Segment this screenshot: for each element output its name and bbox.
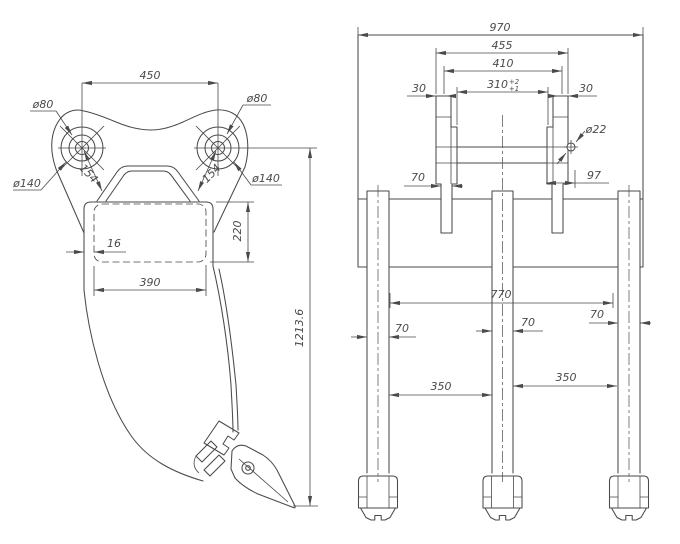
dim-o80-right-arrow (226, 104, 244, 135)
dim-310-tol-lower: +1 (509, 85, 519, 93)
ear-plate-outline (51, 109, 249, 170)
tooth-clamp-lower (203, 454, 226, 477)
dim-o22-leader1 (556, 152, 567, 165)
dim-154-right-line (197, 150, 217, 192)
tooth-front-left (357, 475, 399, 521)
lug-right (546, 95, 569, 234)
dim-410-label: 410 (493, 57, 514, 70)
dim-o22-label: ø22 (585, 123, 607, 136)
front-view: 970 455 410 310 +2 +1 30 30 ø22 70 97 (351, 21, 651, 521)
dim-220-label: 220 (231, 221, 244, 242)
dim-350-right-label: 350 (556, 371, 577, 384)
dim-70-shank-right-label: 70 (590, 308, 604, 321)
tooth-clamp-upper (195, 440, 218, 463)
dim-390-label: 390 (140, 276, 161, 289)
dim-455-label: 455 (492, 39, 513, 52)
hat-rib-inner (105, 170, 191, 202)
dim-30-left-label: 30 (412, 82, 426, 95)
dim-1213-label: 1213.6 (293, 309, 306, 348)
dim-o22-leader2 (575, 130, 586, 143)
pin-hole-22-cross (564, 140, 578, 154)
dim-o140-left-arrow (40, 161, 67, 191)
dim-o80-left-arrow (55, 110, 73, 136)
ear-taper-right (213, 166, 246, 233)
lug-left (435, 95, 458, 234)
dim-310-tol-upper: +2 (509, 78, 519, 86)
tooth-retainer-strap (203, 420, 240, 456)
dim-16-label: 16 (107, 237, 121, 250)
dim-70-lug-label: 70 (411, 171, 425, 184)
dim-o80-left-label: ø80 (32, 98, 54, 111)
dim-455-ext (435, 48, 569, 94)
dim-70-shank-left-label: 70 (395, 322, 409, 335)
dim-o140-right-label: ø140 (251, 172, 280, 185)
side-view: 450 ø80 ø80 ø140 ø140 154 154 220 16 390 (12, 69, 318, 509)
dim-97-ext (574, 170, 609, 188)
dim-450-ext (81, 83, 219, 176)
lug-crossbar (456, 146, 548, 164)
dim-770-label: 770 (491, 288, 512, 301)
shank-leading-curve (83, 289, 204, 482)
dim-154-left-line (83, 150, 103, 192)
dim-154-right-label: 154 (200, 162, 224, 186)
tooth-front-center (482, 475, 523, 521)
tooth-front-right (608, 475, 650, 521)
dim-70-shank-center-label: 70 (521, 316, 535, 329)
shank-trailing-curve-outer (212, 265, 234, 433)
tooth-point (230, 444, 296, 509)
dim-97-label: 97 (587, 169, 601, 182)
body-outline (83, 201, 214, 291)
dim-770-ext (389, 293, 614, 308)
dim-o80-right-label: ø80 (246, 92, 268, 105)
dim-1213-ext (242, 147, 318, 507)
dim-310-label: 310 (487, 78, 508, 91)
tooth-clamp-link (193, 455, 200, 474)
shank-trailing-curve-inner (218, 268, 239, 431)
dim-154-left-label: 154 (77, 162, 101, 186)
dim-o140-left-label: ø140 (12, 177, 41, 190)
tooth-pin-outer (241, 461, 255, 475)
lug-right-details (547, 116, 568, 184)
dim-450-label: 450 (140, 69, 161, 82)
lug-left-details (436, 116, 457, 184)
ear-taper-left (55, 168, 85, 234)
dim-970-label: 970 (490, 21, 511, 34)
dim-350-left-label: 350 (431, 380, 452, 393)
hat-rib-outer (96, 165, 200, 202)
pocket-hidden-outline (93, 203, 207, 263)
dim-o140-right-arrow (233, 161, 252, 186)
dim-30-right-label: 30 (579, 82, 593, 95)
tooth-pin-inner (245, 465, 251, 471)
